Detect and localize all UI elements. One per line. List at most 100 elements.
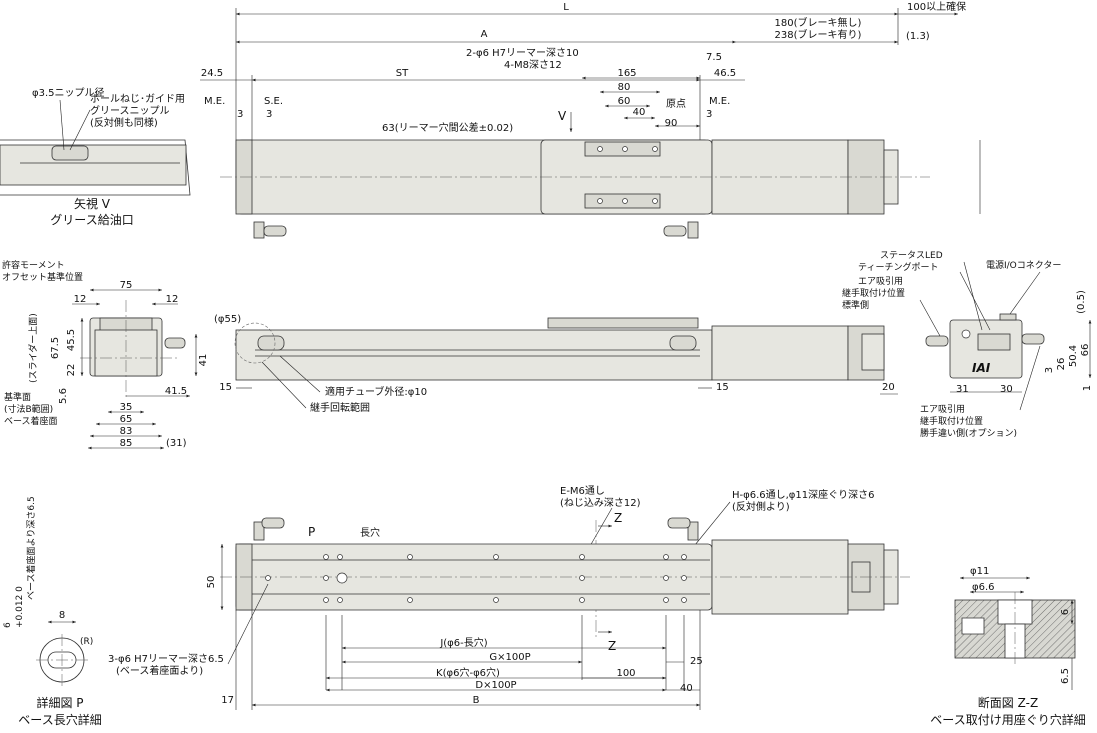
dim-K: K(φ6穴-φ6穴) bbox=[436, 666, 500, 679]
section-z-top: Z bbox=[614, 511, 622, 525]
dim-22: 22 bbox=[66, 364, 77, 377]
dim-3b: 3 bbox=[266, 109, 272, 120]
m8-note: 4-M8深さ12 bbox=[504, 59, 562, 71]
view-v-arrow-label: V bbox=[558, 109, 567, 123]
dim-1: 1 bbox=[1082, 385, 1093, 391]
air-note-2: 継手取付け位置 bbox=[842, 287, 905, 299]
moment-note-2: オフセット基準位置 bbox=[2, 271, 83, 283]
dim-25: 25 bbox=[690, 656, 703, 667]
air-note-3: 標準側 bbox=[842, 299, 869, 311]
dim-165: 165 bbox=[617, 68, 636, 79]
detail-p-tol: +0.012 0 bbox=[15, 586, 25, 628]
me-right-label: M.E. bbox=[709, 96, 730, 107]
air-note-1: エア吸引用 bbox=[858, 276, 903, 287]
dim-50: 50 bbox=[206, 576, 217, 589]
teaching-port-label: ティーチングポート bbox=[858, 261, 938, 273]
detail-p-depth: ベース着座面より深さ6.5 bbox=[25, 496, 37, 600]
section-zz: φ11 φ6.6 6 6.5 断面図 Z-Z ベース取付け用座ぐり穴詳細 bbox=[930, 566, 1085, 727]
me-left-label: M.E. bbox=[204, 96, 225, 107]
ballscrew-note-1: ボールねじ･ガイド用 bbox=[90, 93, 185, 105]
detail-p: 6 +0.012 0 ベース着座面より深さ6.5 8 (R) 詳細図 P ベース… bbox=[3, 496, 102, 727]
ballscrew-note-2: グリースニップル bbox=[90, 104, 170, 117]
dim-30: 30 bbox=[1000, 384, 1013, 395]
top-view: L 100以上確保 A 180(ブレーキ無し) 238(ブレーキ有り) (1.3… bbox=[200, 0, 981, 239]
dim-100: 100以上確保 bbox=[907, 0, 966, 13]
long-hole-label: 長穴 bbox=[360, 526, 380, 539]
dim-80: 80 bbox=[618, 82, 631, 93]
section-title: 断面図 Z-Z bbox=[978, 695, 1038, 710]
dim-L: L bbox=[563, 2, 569, 13]
origin-label: 原点 bbox=[666, 98, 686, 110]
air2-note-1: エア吸引用 bbox=[920, 404, 965, 415]
dim-67-5: 67.5 bbox=[50, 337, 61, 359]
dim-90: 90 bbox=[665, 118, 678, 129]
status-led-label: ステータスLED bbox=[880, 250, 943, 261]
dim-17: 17 bbox=[221, 695, 234, 706]
ballscrew-note-3: (反対側も同様) bbox=[90, 116, 158, 129]
power-connector-label: 電源I/Oコネクター bbox=[986, 260, 1061, 271]
dim-0-5: (0.5) bbox=[1076, 290, 1087, 314]
detail-p-marker: P bbox=[308, 525, 315, 539]
dim-24-5: 24.5 bbox=[201, 68, 223, 79]
dim-65: 65 bbox=[120, 414, 133, 425]
detail-p-dim-8: 8 bbox=[59, 610, 65, 621]
dim-180: 180(ブレーキ無し) bbox=[775, 16, 862, 29]
em6-note-2: (ねじ込み深さ12) bbox=[560, 497, 641, 509]
dim-G: G×100P bbox=[489, 652, 530, 663]
joint-note: 継手回転範囲 bbox=[310, 401, 370, 414]
end-view: 許容モーメント オフセット基準位置 75 12 12 67.5 (スライダー上面… bbox=[2, 259, 209, 450]
air2-note-3: 勝手違い側(オプション) bbox=[920, 427, 1017, 439]
air2-note-2: 継手取付け位置 bbox=[920, 415, 983, 427]
detail-p-title: 詳細図 P bbox=[36, 695, 83, 710]
section-z-bottom: Z bbox=[608, 639, 616, 653]
base-note-1: 基準面 bbox=[4, 391, 31, 403]
right-end-view: ステータスLED ティーチングポート 電源I/Oコネクター エア吸引用 継手取付… bbox=[842, 250, 1093, 439]
se-label: S.E. bbox=[264, 96, 283, 107]
slider-top-note: (スライダー上面) bbox=[27, 313, 39, 383]
dim-26: 26 bbox=[1056, 358, 1067, 371]
dim-1-3: (1.3) bbox=[906, 31, 930, 42]
dim-3a: 3 bbox=[237, 109, 243, 120]
side-view: (φ55) 15 15 20 適用チューブ外径:φ10 継手回転範囲 bbox=[214, 314, 898, 414]
base-note-2: (寸法B範囲) bbox=[4, 403, 53, 415]
dim-45-5: 45.5 bbox=[66, 329, 77, 351]
dim-J: J(φ6-長穴) bbox=[439, 636, 487, 649]
dim-12a: 12 bbox=[74, 294, 87, 305]
dim-83: 83 bbox=[120, 426, 133, 437]
nipple-note: φ3.5ニップル径 bbox=[32, 86, 105, 99]
detail-p-dim-6: 6 bbox=[3, 622, 13, 628]
dim-3c: 3 bbox=[706, 109, 712, 120]
dim-238: 238(ブレーキ有り) bbox=[775, 28, 862, 41]
dim-31-right: 31 bbox=[956, 384, 969, 395]
dim-60: 60 bbox=[618, 96, 631, 107]
detail-p-radius: (R) bbox=[80, 637, 93, 647]
dim-46-5: 46.5 bbox=[714, 68, 736, 79]
tube-note: 適用チューブ外径:φ10 bbox=[325, 385, 427, 398]
dim-phi55: (φ55) bbox=[214, 314, 241, 325]
base-note-3: ベース着座面 bbox=[4, 415, 58, 427]
section-subtitle: ベース取付け用座ぐり穴詳細 bbox=[930, 712, 1085, 727]
dim-A: A bbox=[481, 29, 488, 40]
dim-50-4: 50.4 bbox=[1068, 345, 1079, 367]
dim-5-6: 5.6 bbox=[58, 388, 69, 404]
dim-40: 40 bbox=[633, 107, 646, 118]
dim-41-5: 41.5 bbox=[165, 386, 187, 397]
dim-3: 3 bbox=[1044, 367, 1055, 373]
dim-ST: ST bbox=[396, 68, 409, 79]
dim-31: (31) bbox=[166, 438, 187, 449]
h66-note-1: H-φ6.6通し,φ11深座ぐり深さ6 bbox=[732, 488, 875, 501]
view-v-title: 矢視 V bbox=[74, 196, 111, 211]
view-v-subtitle: グリース給油口 bbox=[50, 213, 133, 227]
iai-logo: IAI bbox=[972, 361, 991, 375]
dim-100-bottom: 100 bbox=[616, 668, 635, 679]
moment-note-1: 許容モーメント bbox=[2, 259, 65, 271]
section-dim-6-5: 6.5 bbox=[1060, 668, 1071, 684]
reamer-bottom-note-1: 3-φ6 H7リーマー深さ6.5 bbox=[108, 653, 224, 665]
detail-p-subtitle: ベース長穴詳細 bbox=[18, 712, 101, 727]
dim-15b: 15 bbox=[716, 382, 729, 393]
pitch63-note: 63(リーマー穴間公差±0.02) bbox=[382, 121, 513, 134]
dim-20: 20 bbox=[882, 382, 895, 393]
dim-7-5: 7.5 bbox=[706, 52, 722, 63]
mounting-holes bbox=[265, 554, 687, 603]
bottom-view: E-M6通し (ねじ込み深さ12) H-φ6.6通し,φ11深座ぐり深さ6 (反… bbox=[108, 485, 910, 710]
